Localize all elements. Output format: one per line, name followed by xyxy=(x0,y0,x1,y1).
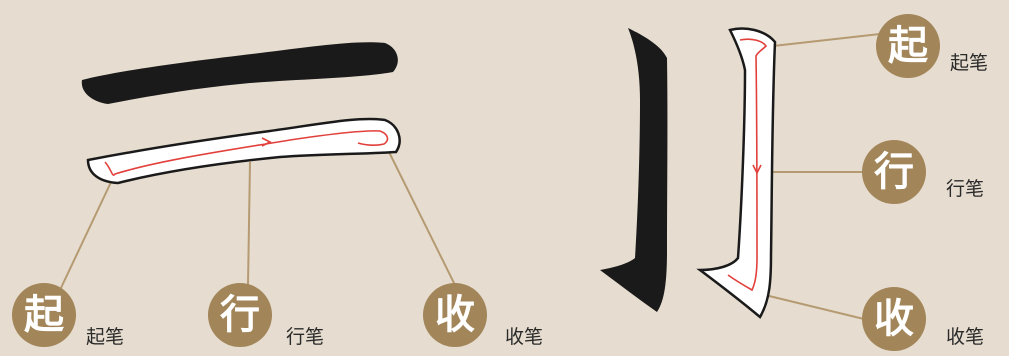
path-arrow-right-icon xyxy=(261,137,272,147)
path-vertical-stroke xyxy=(727,38,768,292)
leader-lines xyxy=(59,33,881,321)
badge-v-start: 起 xyxy=(876,14,940,78)
outline-vertical-stroke xyxy=(696,27,777,319)
path-arrow-down-icon xyxy=(752,164,762,175)
badge-v-middle: 行 xyxy=(862,140,926,204)
path-horizontal-stroke xyxy=(104,130,389,176)
label-h-end: 收笔 xyxy=(505,326,544,348)
outline-horizontal-stroke xyxy=(86,117,401,185)
leader-line-h-end xyxy=(387,149,456,286)
ink-horizontal-stroke xyxy=(81,42,398,104)
leader-line-v-end xyxy=(764,294,869,321)
label-h-middle: 行笔 xyxy=(286,326,325,348)
leader-line-h-start xyxy=(59,179,113,291)
label-v-start: 起笔 xyxy=(950,52,989,74)
badge-h-start: 起 xyxy=(12,283,76,347)
badge-h-middle: 行 xyxy=(208,283,272,347)
label-v-end: 收笔 xyxy=(946,326,985,348)
ink-vertical-stroke xyxy=(600,28,668,312)
leader-line-v-start xyxy=(772,33,881,47)
label-v-middle: 行笔 xyxy=(946,178,985,200)
leader-line-h-middle xyxy=(247,161,251,286)
badge-h-end: 收 xyxy=(423,283,487,347)
badge-v-end: 收 xyxy=(862,287,926,351)
label-h-start: 起笔 xyxy=(86,326,125,348)
